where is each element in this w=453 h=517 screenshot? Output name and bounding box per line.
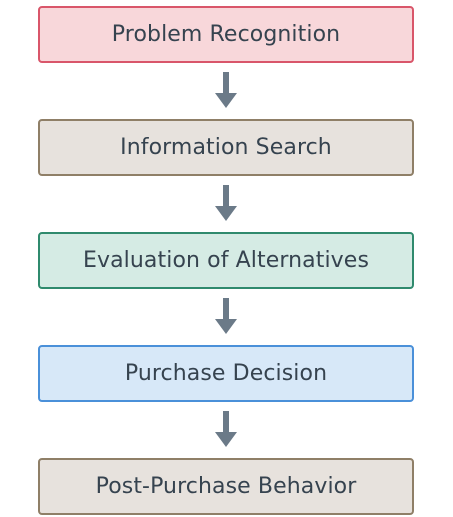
flow-arrow (38, 402, 414, 458)
step-purchase-decision: Purchase Decision (38, 345, 414, 402)
arrow-down-icon (215, 411, 237, 447)
arrow-down-icon (215, 72, 237, 108)
step-information-search: Information Search (38, 119, 414, 176)
flow-arrow (38, 289, 414, 345)
arrow-down-icon (215, 298, 237, 334)
flow-arrow (38, 176, 414, 232)
step-problem-recognition: Problem Recognition (38, 6, 414, 63)
arrow-down-icon (215, 185, 237, 221)
step-post-purchase-behavior: Post-Purchase Behavior (38, 458, 414, 515)
decision-process-flowchart: Problem Recognition Information Search E… (38, 6, 414, 515)
step-evaluation-of-alternatives: Evaluation of Alternatives (38, 232, 414, 289)
flow-arrow (38, 63, 414, 119)
